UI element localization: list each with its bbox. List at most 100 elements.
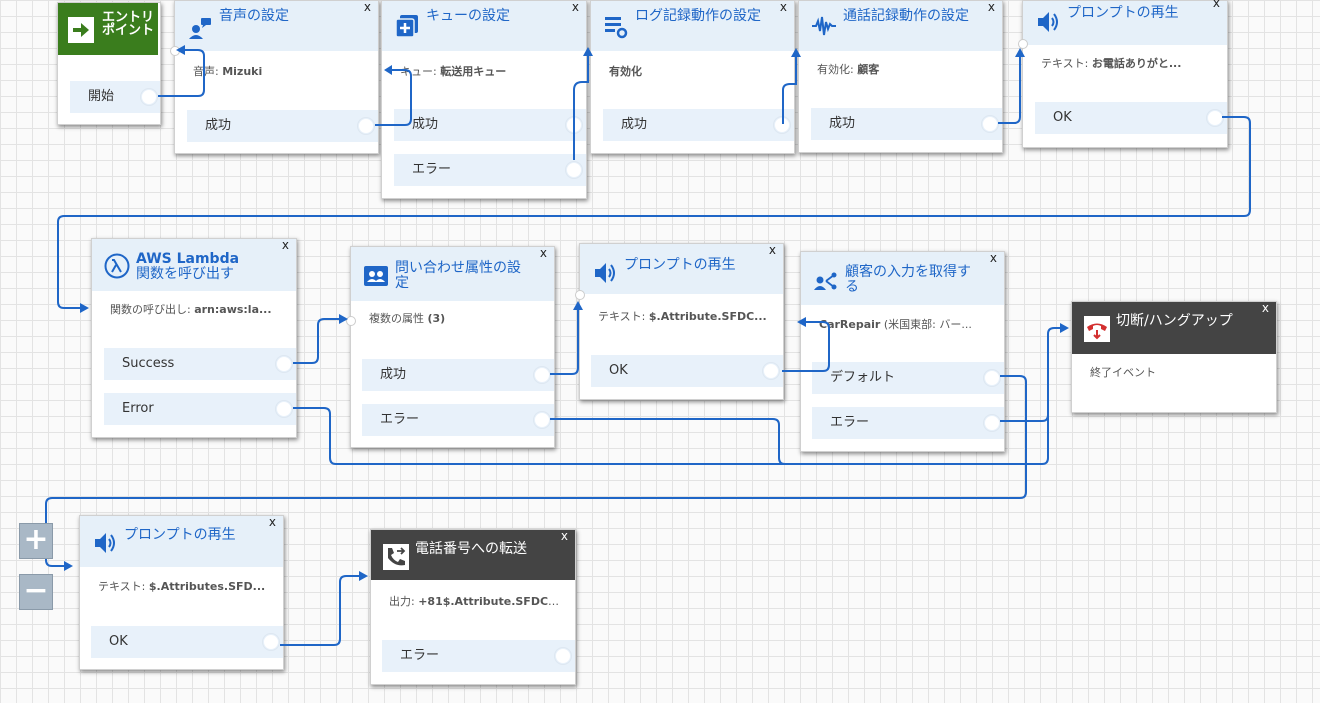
block-header: 問い合わせ属性の設定 x [351,246,554,301]
zoom-in-button[interactable]: + [19,523,53,559]
error-output-port[interactable] [566,162,582,178]
block-description: 関数の呼び出し: arn:aws:la... [110,303,272,316]
branch-default[interactable]: デフォルト [812,362,1004,394]
success-output-port[interactable] [276,356,292,372]
block-header: キューの設定 x [382,0,586,51]
success-output-port[interactable] [982,116,998,132]
block-header: 顧客の入力を取得する x [801,251,1004,305]
log-settings-icon [605,17,628,39]
branch-ok[interactable]: OK [591,355,783,387]
get-customer-input-block[interactable]: 顧客の入力を取得する x CarRepair (米国東部: バー... デフォル… [800,251,1005,452]
set-contact-attributes-block[interactable]: 問い合わせ属性の設定 x 複数の属性 (3) 成功 エラー [346,246,555,448]
success-output-port[interactable] [534,367,550,383]
transfer-to-phone-block[interactable]: 電話番号への転送 x 出力: +81$.Attribute.SFDC_... エ… [370,529,576,685]
close-button[interactable]: x [987,0,995,14]
speaker-icon [95,533,115,553]
play-prompt-block-3[interactable]: プロンプトの再生 x テキスト: $.Attributes.SFD... OK [79,515,284,670]
branch-success[interactable]: 成功 [811,108,1002,140]
block-description: テキスト: $.Attribute.SFDC... [598,310,767,323]
success-output-port[interactable] [566,117,582,133]
close-button[interactable]: x [363,0,371,14]
block-title: プロンプトの再生 [1067,5,1179,21]
close-button[interactable]: x [539,246,547,260]
block-description: 音声: Mizuki [193,65,263,78]
error-output-port[interactable] [555,648,571,664]
block-header: 音声の設定 x [175,0,378,51]
branch-success[interactable]: 成功 [603,109,794,141]
disconnect-block[interactable]: 切断/ハングアップ x 終了イベント [1071,301,1277,413]
waveform-icon [812,16,836,36]
block-title: キューの設定 [426,8,510,24]
branch-error[interactable]: Error [104,393,296,425]
set-voice-block[interactable]: 音声の設定 x 音声: Mizuki 成功 [170,0,379,154]
error-output-port[interactable] [534,412,550,428]
set-recording-behavior-block[interactable]: 通話記録動作の設定 x 有効化: 顧客 成功 [798,0,1003,153]
zoom-out-button[interactable]: − [19,574,53,610]
start-output-port[interactable] [141,89,157,105]
branch-success[interactable]: Success [104,348,296,380]
success-output-port[interactable] [774,117,790,133]
close-button[interactable]: x [560,529,568,543]
block-description: テキスト: お電話ありがと... [1041,57,1182,70]
branch-error[interactable]: エラー [382,640,575,672]
block-header: AWS Lambda 関数を呼び出す x [92,238,296,291]
invoke-lambda-block[interactable]: AWS Lambda 関数を呼び出す x 関数の呼び出し: arn:aws:la… [91,238,297,438]
close-button[interactable]: x [1212,0,1220,10]
input-port[interactable] [346,316,356,326]
branch-error[interactable]: エラー [362,404,554,436]
block-title: AWS Lambda 関数を呼び出す [136,252,274,282]
ok-output-port[interactable] [1207,110,1223,126]
close-button[interactable]: x [989,251,997,265]
contact-attributes-icon [364,266,388,286]
block-description: CarRepair (米国東部: バー... [819,318,972,331]
close-button[interactable]: x [268,515,276,529]
block-header: プロンプトの再生 x [580,243,783,294]
ok-output-port[interactable] [263,634,279,650]
entry-point-header: エントリポイント [58,3,158,55]
default-output-port[interactable] [984,370,1000,386]
lambda-icon [104,253,130,279]
branch-error[interactable]: エラー [812,407,1004,439]
close-button[interactable]: x [779,0,787,14]
block-title: 電話番号への転送 [415,541,527,557]
ok-output-port[interactable] [763,363,779,379]
branch-ok[interactable]: OK [1035,102,1227,134]
block-title: 問い合わせ属性の設定 [395,260,521,291]
block-description: テキスト: $.Attributes.SFD... [98,580,266,593]
hangup-icon [1084,316,1110,342]
branch-success[interactable]: 成功 [362,359,554,391]
block-description: 出力: +81$.Attribute.SFDC_... [389,595,564,608]
speaker-icon [1038,12,1058,32]
set-queue-block[interactable]: キューの設定 x キュー: 転送用キュー 成功 エラー [381,0,587,199]
play-prompt-block-1[interactable]: プロンプトの再生 x テキスト: お電話ありがと... OK [1018,0,1228,148]
set-logging-behavior-block[interactable]: ログ記録動作の設定 x 有効化 成功 [590,0,795,154]
input-port[interactable] [170,46,180,56]
branch-success[interactable]: 成功 [394,109,586,141]
block-title: プロンプトの再生 [124,527,236,543]
close-button[interactable]: x [281,238,289,252]
close-button[interactable]: x [1261,301,1269,315]
close-button[interactable]: x [571,0,579,14]
entry-point-title: エントリポイント [102,10,155,38]
block-title: プロンプトの再生 [624,257,736,273]
speaker-icon [595,263,615,283]
input-port[interactable] [1018,39,1028,49]
branch-ok[interactable]: OK [91,626,283,658]
block-header: 切断/ハングアップ x [1072,301,1276,354]
entry-point-block[interactable]: エントリポイント 開始 [57,2,161,125]
block-description: 複数の属性 (3) [369,312,446,325]
connector-input-error-to-hangup [1000,414,1049,422]
branch-success[interactable]: 成功 [187,110,378,142]
play-prompt-block-2[interactable]: プロンプトの再生 x テキスト: $.Attribute.SFDC... OK [575,243,784,400]
success-output-port[interactable] [358,118,374,134]
input-port[interactable] [575,290,585,300]
block-header: プロンプトの再生 x [1023,0,1227,45]
connector-lambda-success-to-attributes [293,318,341,364]
error-output-port[interactable] [276,401,292,417]
close-button[interactable]: x [768,243,776,257]
error-output-port[interactable] [984,415,1000,431]
block-title: ログ記録動作の設定 [635,8,761,24]
block-title: 切断/ハングアップ [1116,313,1233,329]
branch-error[interactable]: エラー [394,154,586,186]
block-title-primary: AWS Lambda [136,251,240,267]
